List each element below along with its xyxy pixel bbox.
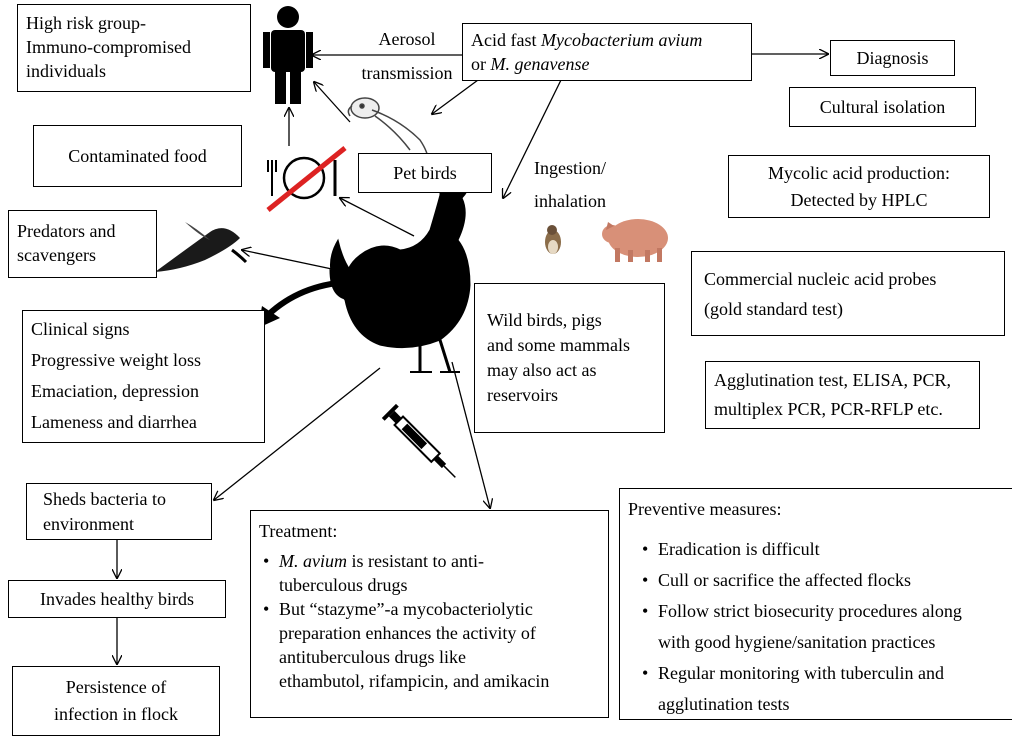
cultural-isolation-box: Cultural isolation bbox=[789, 87, 976, 127]
ingestion-line-2: inhalation bbox=[534, 191, 606, 211]
preventive-measures-box: Preventive measures: Eradication is diff… bbox=[619, 488, 1012, 720]
clinical-line-1: Clinical signs bbox=[31, 319, 130, 339]
cultural-isolation-text: Cultural isolation bbox=[819, 97, 946, 117]
preventive-title: Preventive measures: bbox=[628, 499, 782, 519]
contaminated-food-text: Contaminated food bbox=[68, 146, 207, 166]
predators-scavengers-box: Predators and scavengers bbox=[8, 210, 157, 278]
source-species-2: M. genavense bbox=[490, 54, 590, 74]
aerosol-line-1: Aerosol bbox=[378, 29, 436, 49]
preventive-bullet-2: Cull or sacrifice the affected flocks bbox=[638, 565, 1010, 596]
treatment-list: M. avium is resistant to anti- tuberculo… bbox=[259, 549, 600, 693]
no-food-icon bbox=[266, 146, 347, 212]
mycolic-line-1: Mycolic acid production: bbox=[768, 163, 950, 183]
preventive-bullet-4-text: Regular monitoring with tuberculin and bbox=[658, 663, 944, 683]
diagnosis-box: Diagnosis bbox=[830, 40, 955, 76]
preventive-list: Eradication is difficult Cull or sacrifi… bbox=[628, 534, 1010, 720]
treatment-bullet-2-line-2: preparation enhances the activity of bbox=[279, 623, 536, 643]
serology-line-1: Agglutination test, ELISA, PCR, bbox=[714, 370, 952, 390]
source-prefix-1: Acid fast bbox=[471, 30, 541, 50]
invades-healthy-birds-box: Invades healthy birds bbox=[8, 580, 226, 618]
high-risk-line-1: High risk group- bbox=[26, 13, 146, 33]
pig-icon bbox=[602, 219, 668, 262]
invades-text: Invades healthy birds bbox=[40, 589, 194, 609]
nucleic-acid-probes-box: Commercial nucleic acid probes (gold sta… bbox=[691, 251, 1005, 336]
treatment-bullet-1-species: M. avium bbox=[279, 551, 347, 571]
serological-tests-box: Agglutination test, ELISA, PCR, multiple… bbox=[705, 361, 980, 429]
preventive-bullet-3-cont: with good hygiene/sanitation practices bbox=[658, 632, 936, 652]
arrow-chicken-to-treatment bbox=[451, 361, 490, 508]
treatment-bullet-2-line-1: But “stazyme”-a mycobacteriolytic bbox=[279, 599, 533, 619]
reservoirs-box: Wild birds, pigs and some mammals may al… bbox=[474, 283, 665, 433]
treatment-bullet-1-text: is resistant to anti- bbox=[346, 551, 484, 571]
diagnosis-title: Diagnosis bbox=[856, 48, 929, 68]
pet-birds-text: Pet birds bbox=[393, 163, 457, 183]
rooster-icon bbox=[329, 168, 473, 373]
parrot-icon bbox=[347, 97, 430, 166]
arrow-parrot-to-human bbox=[314, 82, 351, 123]
high-risk-group-box: High risk group- Immuno-compromised indi… bbox=[17, 4, 251, 92]
arrow-chicken-to-sheds bbox=[214, 367, 381, 500]
contaminated-food-box: Contaminated food bbox=[33, 125, 242, 187]
eagle-icon bbox=[155, 222, 248, 272]
persistence-line-2: infection in flock bbox=[54, 704, 178, 724]
preventive-bullet-4-cont: agglutination tests bbox=[658, 694, 790, 714]
treatment-bullet-2: But “stazyme”-a mycobacteriolytic prepar… bbox=[259, 597, 600, 693]
source-prefix-2: or bbox=[471, 54, 491, 74]
pathogen-source-box: Acid fast Mycobacterium avium or M. gena… bbox=[462, 23, 752, 81]
treatment-bullet-2-line-4: ethambutol, rifampicin, and amikacin bbox=[279, 671, 550, 691]
serology-line-2: multiplex PCR, PCR-RFLP etc. bbox=[714, 399, 943, 419]
reservoirs-line-3: may also act as bbox=[487, 360, 597, 380]
source-species-1: Mycobacterium avium bbox=[540, 30, 703, 50]
treatment-bullet-2-line-3: antituberculous drugs like bbox=[279, 647, 466, 667]
syringe-icon bbox=[381, 403, 456, 478]
treatment-title: Treatment: bbox=[259, 521, 338, 541]
sheds-bacteria-box: Sheds bacteria to environment bbox=[26, 483, 212, 540]
ingestion-line-1: Ingestion/ bbox=[534, 158, 606, 178]
person-icon bbox=[263, 6, 313, 104]
mycolic-acid-box: Mycolic acid production: Detected by HPL… bbox=[728, 155, 990, 218]
aerosol-line-2: transmission bbox=[361, 63, 453, 83]
predators-line-2: scavengers bbox=[17, 245, 96, 265]
sheds-line-2: environment bbox=[43, 514, 134, 534]
clinical-signs-box: Clinical signs Progressive weight loss E… bbox=[22, 310, 265, 443]
sparrow-icon bbox=[545, 225, 561, 254]
preventive-bullet-1: Eradication is difficult bbox=[638, 534, 1010, 565]
treatment-box: Treatment: M. avium is resistant to anti… bbox=[250, 510, 609, 718]
predators-line-1: Predators and bbox=[17, 221, 116, 241]
aerosol-transmission-label: Aerosol transmission bbox=[352, 22, 462, 90]
mycolic-line-2: Detected by HPLC bbox=[790, 190, 928, 210]
reservoirs-line-2: and some mammals bbox=[487, 335, 630, 355]
pet-birds-box: Pet birds bbox=[358, 153, 492, 193]
clinical-line-2: Progressive weight loss bbox=[31, 350, 201, 370]
preventive-bullet-4: Regular monitoring with tuberculin and a… bbox=[638, 658, 1010, 720]
sheds-line-1: Sheds bacteria to bbox=[43, 489, 166, 509]
clinical-line-4: Lameness and diarrhea bbox=[31, 412, 197, 432]
probes-line-1: Commercial nucleic acid probes bbox=[704, 269, 937, 289]
high-risk-line-3: individuals bbox=[26, 61, 106, 81]
probes-line-2: (gold standard test) bbox=[704, 299, 843, 319]
reservoirs-line-1: Wild birds, pigs bbox=[487, 310, 602, 330]
treatment-bullet-1-cont: tuberculous drugs bbox=[279, 575, 408, 595]
ingestion-inhalation-label: Ingestion/ inhalation bbox=[534, 152, 644, 218]
arrow-source-to-parrot bbox=[432, 79, 479, 114]
persistence-line-1: Persistence of bbox=[65, 677, 167, 697]
preventive-bullet-3-text: Follow strict biosecurity procedures alo… bbox=[658, 601, 962, 621]
preventive-bullet-3: Follow strict biosecurity procedures alo… bbox=[638, 596, 1010, 658]
clinical-line-3: Emaciation, depression bbox=[31, 381, 199, 401]
high-risk-line-2: Immuno-compromised bbox=[26, 37, 191, 57]
reservoirs-line-4: reservoirs bbox=[487, 385, 558, 405]
arrow-source-to-chicken bbox=[503, 79, 562, 198]
treatment-bullet-1: M. avium is resistant to anti- tuberculo… bbox=[259, 549, 600, 597]
arrow-chicken-to-food bbox=[340, 198, 415, 237]
persistence-box: Persistence of infection in flock bbox=[12, 666, 220, 736]
